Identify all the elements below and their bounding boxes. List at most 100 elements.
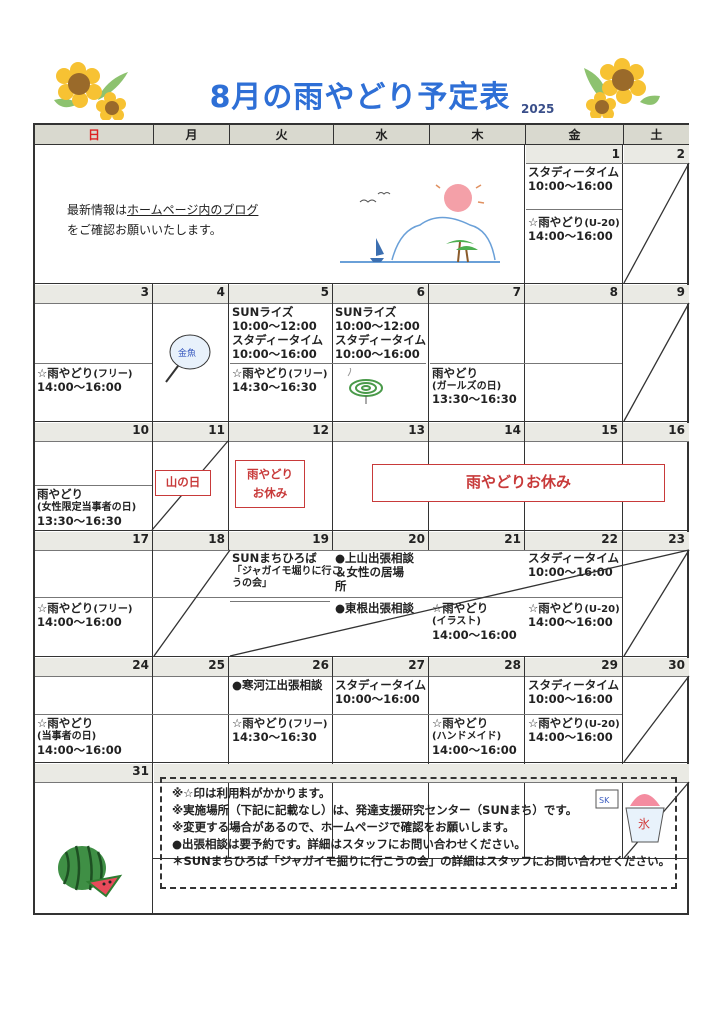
divider	[230, 601, 330, 602]
weekday-wed: 水	[334, 125, 430, 145]
event-time: 13:30～16:30	[432, 392, 517, 406]
event-title: SUNまちひろば	[232, 551, 317, 565]
event-time: 14:00～16:00	[37, 743, 122, 757]
fan-icon: 金魚	[165, 334, 211, 383]
event-time: 14:00～16:00	[528, 730, 613, 744]
day-number-7: 7	[512, 285, 521, 299]
divider	[428, 283, 429, 530]
divider	[228, 283, 229, 530]
event-title: スタディータイム	[335, 333, 426, 347]
divider	[622, 145, 623, 283]
ice-sign-text: SK	[599, 796, 610, 805]
divider	[428, 656, 429, 762]
event-time: 10:00～16:00	[528, 692, 613, 706]
divider	[524, 762, 525, 858]
divider	[228, 656, 229, 762]
event-title: ●上山出張相談	[335, 551, 415, 565]
info-line-2: をご確認お願いいたします。	[67, 223, 222, 237]
day-number-11: 11	[208, 423, 225, 437]
info-line-1: 最新情報はホームページ内のブログ	[67, 200, 258, 220]
event-time: 10:00～12:00	[335, 319, 420, 333]
notes-box: ※☆印は利用料がかかります。 ※実施場所（下記に記載なし）は、発達支援研究センタ…	[160, 777, 677, 889]
info-message: 最新情報はホームページ内のブログ をご確認お願いいたします。	[67, 200, 258, 240]
event-title: ☆雨やどり	[37, 716, 94, 730]
event-note: (女性限定当事者の日)	[37, 502, 137, 513]
event-title: 雨やどり	[37, 487, 83, 501]
event-title: ●寒河江出張相談	[232, 678, 323, 692]
note-line: ※変更する場合があるので、ホームページで確認をお願いします。	[172, 820, 515, 834]
blog-link[interactable]: ホームページ内のブログ	[127, 203, 259, 217]
weekday-thu: 木	[430, 125, 526, 145]
day-number-31: 31	[132, 764, 149, 778]
event-time: 14:00～16:00	[37, 380, 122, 394]
day-number-2: 2	[676, 147, 685, 161]
day-number-5: 5	[320, 285, 329, 299]
day-number-8: 8	[609, 285, 618, 299]
day-number-28: 28	[504, 658, 521, 672]
event-title: スタディータイム	[232, 333, 323, 347]
day-number-4: 4	[216, 285, 225, 299]
diagonal-line	[623, 549, 690, 657]
event-time: 14:30～16:30	[232, 380, 317, 394]
event-note: 「ジャガイモ堀りに行こ	[232, 566, 342, 577]
event-time: 14:00～16:00	[432, 743, 517, 757]
closed-banner: 雨やどりお休み	[372, 464, 665, 502]
fan-text: 金魚	[178, 347, 196, 359]
day-number-18: 18	[208, 532, 225, 546]
divider	[622, 283, 623, 762]
divider	[35, 714, 622, 715]
closed-label-line2: お休み	[252, 486, 288, 500]
event-title: 所	[335, 579, 347, 593]
divider	[35, 485, 152, 486]
day-number-13: 13	[408, 423, 425, 437]
event-note: (ガールズの日)	[432, 381, 502, 392]
event-title: SUNライズ	[335, 305, 397, 319]
event-title: ☆雨やどり(フリー)	[232, 716, 328, 730]
row-divider	[35, 530, 689, 531]
divider	[524, 283, 525, 530]
event-time: 10:00～16:00	[528, 179, 613, 193]
divider	[332, 530, 333, 550]
event-title: スタディータイム	[335, 678, 426, 692]
info-prefix: 最新情報は	[67, 203, 128, 217]
year-label: 2025	[521, 102, 555, 116]
event-note: (ハンドメイド)	[432, 731, 502, 742]
event-time: 14:00～16:00	[37, 615, 122, 629]
event-time: 14:00～16:00	[528, 229, 613, 243]
divider	[332, 762, 333, 858]
divider	[152, 283, 153, 762]
divider	[35, 303, 689, 304]
day-number-19: 19	[312, 532, 329, 546]
day-number-20: 20	[408, 532, 425, 546]
divider	[35, 782, 152, 783]
day-number-22: 22	[601, 532, 618, 546]
divider	[524, 656, 525, 762]
event-title: スタディータイム	[528, 165, 619, 179]
day-bar	[35, 764, 152, 782]
event-time: 10:00～16:00	[232, 347, 317, 361]
event-time: 14:30～16:30	[232, 730, 317, 744]
divider	[230, 363, 426, 364]
event-title: ☆雨やどり	[432, 716, 489, 730]
event-title: ☆雨やどり(U-20)	[528, 215, 620, 229]
divider	[228, 530, 229, 550]
divider	[35, 676, 689, 677]
day-bar	[35, 423, 689, 441]
event-title: スタディータイム	[528, 551, 619, 565]
note-line: ※実施場所（下記に記載なし）は、発達支援研究センター（SUNまち）です。	[172, 803, 578, 817]
diagonal-line	[229, 549, 690, 657]
weekday-tue: 火	[230, 125, 334, 145]
event-title: ☆雨やどり(フリー)	[232, 366, 328, 380]
shaved-ice-icon: SK 氷	[595, 789, 665, 843]
divider	[35, 363, 152, 364]
mosquito-coil-icon	[347, 368, 383, 404]
weekday-sun: 日	[35, 125, 154, 145]
event-title: ●東根出張相談	[335, 601, 415, 615]
divider	[622, 762, 623, 858]
event-title: SUNライズ	[232, 305, 294, 319]
calendar-grid: 日 月 火 水 木 金 土 1 2 スタディータイム 10:00～16:00 ☆…	[33, 123, 690, 915]
closed-label: 雨やどり お休み	[235, 460, 305, 508]
event-time: 14:00～16:00	[432, 628, 517, 642]
day-bar	[35, 285, 689, 303]
day-number-24: 24	[132, 658, 149, 672]
